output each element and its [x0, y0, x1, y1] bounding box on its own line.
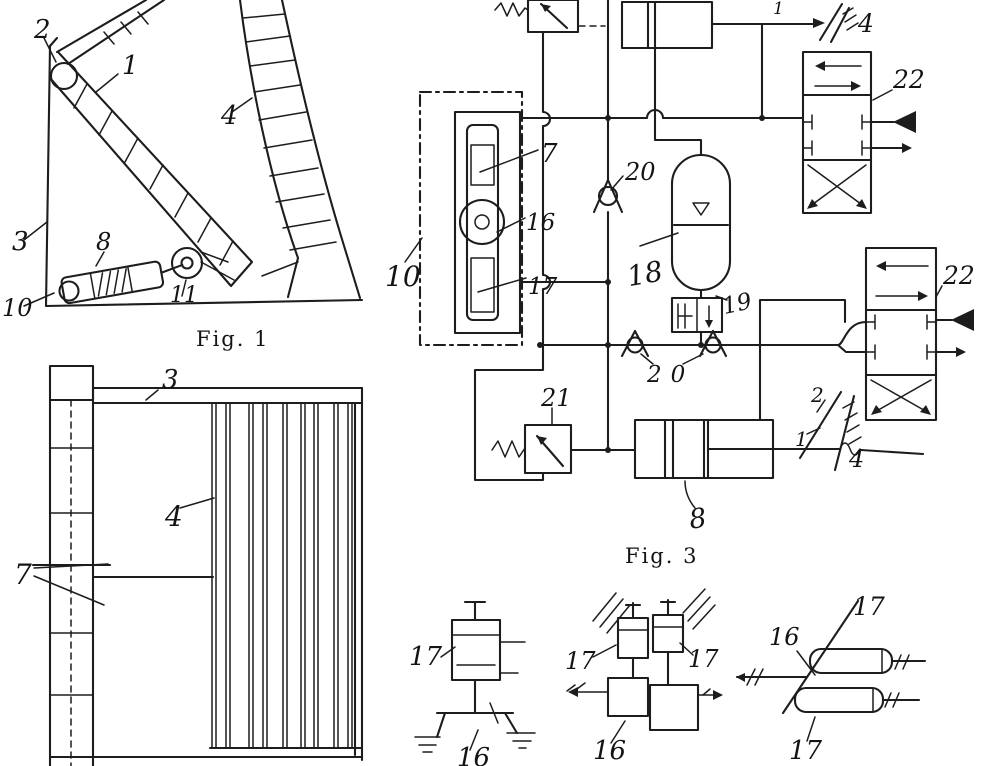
fig4b-label-17-right: 17	[688, 645, 719, 673]
figure-3: 1 4 20 18 19	[385, 0, 975, 568]
relief-valve-21	[491, 407, 610, 475]
cylinder-7	[470, 144, 495, 186]
sketch-b	[566, 588, 723, 744]
fig1-label-8: 8	[96, 228, 111, 256]
fig1-pivot-11	[170, 246, 204, 280]
fig3-label-anvil-bottom-1: 1	[795, 427, 808, 451]
fig4c-label-16: 16	[769, 623, 800, 651]
fig3-label-17: 17	[528, 274, 558, 300]
pilot-valve-19	[670, 295, 728, 334]
top-cylinder	[620, 0, 825, 50]
pump-motor-16	[458, 198, 506, 246]
fig1-pivot-2	[49, 61, 79, 91]
fig3-label-20-pair: 20	[646, 362, 694, 388]
fig1-swing-jaw	[48, 50, 254, 288]
figure-4-sketches: 17 16 17 17 16	[409, 588, 927, 766]
check-valves-20-pair	[620, 329, 728, 365]
directional-valve-22-upper	[801, 50, 916, 215]
fig1-label-2: 2	[33, 15, 51, 45]
fig3-label-anvil-top-4: 4	[857, 9, 874, 38]
fig1-caption: Fig. 1	[196, 327, 269, 351]
fig2-leaders	[33, 389, 215, 606]
fig4b-label-16: 16	[593, 736, 626, 766]
fig2-grate-bars	[48, 401, 364, 762]
fig2-top-beam	[48, 364, 364, 405]
fig4c-label-17-bottom: 17	[789, 736, 823, 766]
check-valve-20-top	[592, 175, 624, 214]
fig4a-label-17: 17	[409, 642, 443, 672]
fig3-label-21: 21	[540, 384, 572, 412]
sketch-a	[414, 600, 536, 753]
pipe-network	[473, 0, 868, 482]
fig3-label-anvil-bottom-2: 2	[810, 383, 824, 407]
fig4b-label-17-left: 17	[565, 647, 596, 675]
fig3-label-22-lower: 22	[942, 261, 975, 290]
fig2-label-7: 7	[14, 558, 32, 591]
fig1-frame	[44, 0, 364, 308]
anvil-hatch-top	[818, 2, 859, 44]
fig4a-label-16: 16	[457, 743, 490, 766]
fig2-label-3: 3	[162, 365, 179, 395]
fig3-leaders	[404, 149, 539, 293]
fig2-label-4: 4	[164, 500, 183, 533]
anvil-hatch-bottom	[798, 390, 862, 472]
fig3-label-7: 7	[541, 139, 558, 169]
oil-unit-box-10	[418, 90, 524, 347]
fig1-leaders	[23, 37, 253, 307]
fig3-label-8: 8	[687, 503, 708, 536]
main-cylinder-8	[633, 418, 925, 509]
fig2-brick-column	[48, 398, 95, 766]
fig1-label-3: 3	[12, 227, 29, 257]
fig1-label-4: 4	[220, 101, 238, 131]
sketch-c	[735, 599, 927, 742]
accumulator-18	[639, 153, 732, 292]
fig1-label-1: 1	[122, 51, 139, 81]
fig3-label-anvil-top-1: 1	[773, 0, 784, 19]
relief-valve-top	[494, 0, 580, 34]
cylinder-17	[470, 257, 495, 313]
fig3-label-16: 16	[526, 210, 555, 236]
fig4c-label-17-top: 17	[853, 592, 885, 621]
fig3-label-19: 19	[720, 288, 754, 320]
fig1-label-11: 11	[170, 283, 198, 308]
fig3-label-20-top: 20	[624, 158, 656, 186]
fig3-label-18: 18	[624, 254, 665, 293]
fig1-cylinder-8	[58, 251, 235, 305]
fig3-label-10: 10	[385, 260, 421, 293]
fig3-label-anvil-bottom-4: 4	[848, 445, 864, 473]
figure-1: 2 1 4 3 8 10 11 Fig. 1	[2, 0, 364, 351]
figure-2: 3 4 7	[14, 364, 364, 766]
fig1-grate	[238, 0, 362, 300]
fig3-label-22-upper: 22	[892, 65, 925, 94]
fig1-label-10: 10	[2, 294, 33, 322]
directional-valve-22-lower	[864, 246, 974, 422]
fig3-caption: Fig. 3	[625, 544, 698, 568]
